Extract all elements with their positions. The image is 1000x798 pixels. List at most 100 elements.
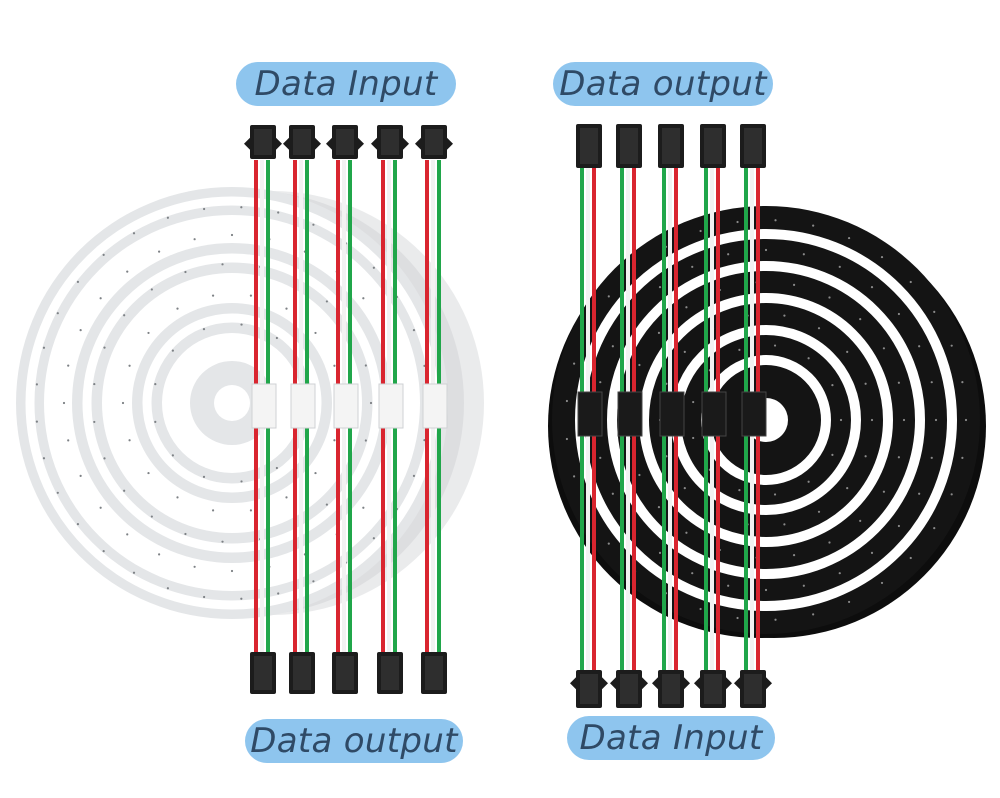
led-dot — [838, 572, 841, 575]
label-top-right-text: Data output — [559, 64, 767, 104]
led-dot — [230, 569, 234, 573]
label-bottom-left: Data output — [245, 719, 463, 763]
led-dot — [774, 219, 777, 222]
connector-latch — [684, 677, 690, 690]
center-hole — [214, 385, 250, 421]
led-dot — [364, 364, 367, 367]
connector-face — [620, 674, 638, 704]
led-dot — [683, 350, 686, 353]
connector-latch — [244, 137, 250, 150]
connector-face — [293, 129, 311, 155]
led-dot — [372, 537, 375, 540]
led-dot — [67, 364, 70, 367]
led-dot — [412, 474, 416, 477]
led-dot — [909, 556, 912, 560]
led-dot — [685, 531, 688, 534]
led-dot — [150, 288, 153, 291]
connector-latch — [415, 137, 421, 150]
connector-face — [580, 128, 598, 164]
led-dot — [692, 400, 695, 404]
connector-face — [381, 129, 399, 155]
led-dot — [807, 480, 810, 483]
solder-pad — [422, 383, 448, 429]
led-dot — [203, 595, 206, 599]
cable-assembly — [415, 125, 453, 694]
led-dot — [783, 314, 786, 317]
led-dot — [126, 533, 129, 536]
black-ring-board — [548, 206, 986, 638]
solder-pad — [333, 383, 359, 429]
led-dot — [35, 420, 38, 423]
led-dot — [859, 318, 862, 321]
led-dot — [930, 381, 933, 384]
led-dot — [79, 329, 82, 332]
led-dot — [56, 491, 59, 494]
led-dot — [42, 457, 46, 460]
connector-face — [662, 674, 680, 704]
led-dot — [838, 265, 841, 268]
led-dot — [158, 250, 161, 253]
label-top-left: Data Input — [236, 62, 456, 106]
led-dot — [211, 294, 215, 297]
led-dot — [817, 510, 821, 513]
label-bottom-right: Data Input — [567, 716, 775, 760]
led-dot — [933, 310, 936, 313]
led-dot — [691, 265, 694, 268]
led-dot — [773, 493, 777, 496]
led-dot — [42, 346, 46, 349]
cable-assembly — [610, 124, 648, 708]
led-dot — [573, 475, 576, 478]
led-dot — [950, 493, 953, 496]
led-dot — [202, 328, 206, 331]
cable-assembly — [570, 124, 608, 708]
connector-face — [293, 656, 311, 690]
connector-latch — [610, 677, 616, 690]
led-dot — [76, 523, 80, 526]
led-dot — [102, 253, 105, 256]
led-dot — [764, 248, 768, 252]
led-dot — [240, 480, 243, 483]
led-dot — [171, 349, 174, 352]
led-dot — [691, 572, 694, 575]
led-dot — [171, 454, 174, 457]
led-dot — [166, 587, 169, 590]
connector-latch — [403, 137, 409, 150]
led-dot — [221, 263, 224, 266]
connector-face — [425, 129, 443, 155]
cable-assembly — [734, 124, 772, 708]
led-dot — [312, 223, 315, 226]
led-dot — [699, 607, 702, 611]
led-dot — [870, 551, 874, 555]
led-dot — [325, 503, 328, 506]
led-dot — [658, 551, 662, 555]
led-dot — [817, 327, 821, 330]
connector-latch — [642, 677, 648, 690]
led-dot — [285, 307, 288, 310]
led-dot — [126, 270, 129, 273]
led-dot — [727, 584, 730, 587]
led-dot — [230, 233, 234, 237]
solder-pad — [701, 391, 727, 437]
led-dot — [607, 295, 610, 298]
led-dot — [128, 364, 131, 367]
led-dot — [738, 489, 741, 492]
connector-latch — [371, 137, 377, 150]
led-dot — [933, 527, 936, 530]
led-dot — [828, 541, 831, 544]
led-dot — [333, 439, 336, 442]
led-dot — [897, 381, 900, 384]
led-dot — [831, 384, 834, 387]
led-dot — [333, 364, 336, 367]
led-dot — [221, 540, 224, 543]
connector-face — [254, 656, 272, 690]
led-dot — [599, 456, 602, 459]
led-dot — [638, 473, 641, 477]
led-dot — [184, 532, 187, 536]
led-dot — [934, 418, 938, 422]
led-dot — [897, 524, 901, 528]
led-dot — [692, 436, 695, 440]
connector-latch — [734, 677, 740, 690]
led-dot — [147, 331, 150, 335]
led-dot — [880, 581, 884, 585]
connector-face — [704, 128, 722, 164]
